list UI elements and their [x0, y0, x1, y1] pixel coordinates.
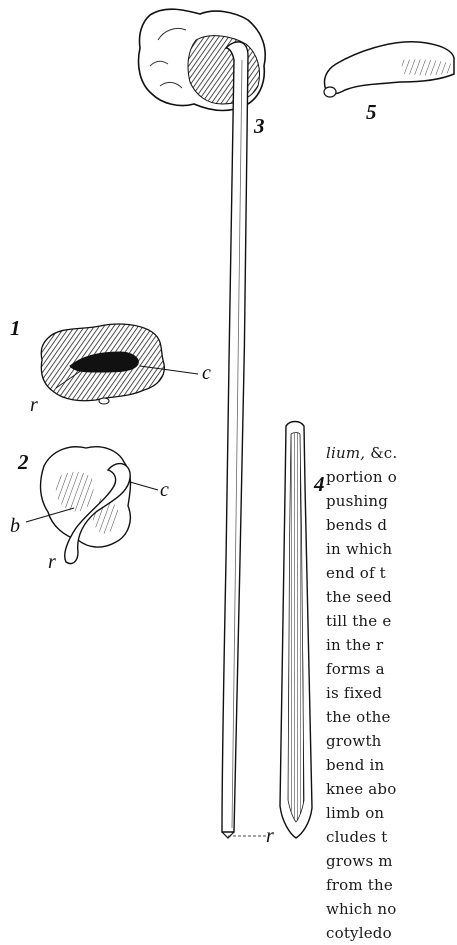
figure-2-germinating-seed [26, 447, 158, 564]
text-line: grows m [326, 849, 457, 873]
figure-1-seed-section [41, 324, 198, 404]
text-line: is fixed [326, 681, 457, 705]
figure-4-number: 4 [314, 474, 325, 495]
label-c-figure2: c [160, 480, 169, 500]
label-r-figure3-4: r [266, 826, 274, 846]
figure-2-number: 2 [18, 452, 29, 473]
text-line-content: cotyledo [326, 924, 392, 942]
text-line-italic: lium, [326, 444, 365, 462]
text-line-content: which no [326, 900, 396, 918]
text-line-content: limb on [326, 804, 384, 822]
label-r-figure2: r [48, 552, 56, 572]
text-line: portion o [326, 465, 457, 489]
figure-5-cotyledon [324, 42, 454, 97]
text-line-content: &c. [365, 444, 397, 462]
text-line: which no [326, 897, 457, 921]
text-line: growth [326, 729, 457, 753]
text-line: lium, &c. [326, 441, 457, 465]
text-line-content: the seed [326, 588, 392, 606]
text-line-content: end of t [326, 564, 386, 582]
text-line-content: bends d [326, 516, 387, 534]
body-text-column: lium, &c. portion o pushing bends d in which… [326, 441, 457, 945]
figure-1-number: 1 [10, 318, 21, 339]
text-line-content: from the [326, 876, 393, 894]
figure-4-sheath [280, 422, 312, 839]
text-line: bends d [326, 513, 457, 537]
text-line: till the e [326, 609, 457, 633]
text-line-content: bend in [326, 756, 384, 774]
text-line: bend in [326, 753, 457, 777]
text-line: forms a [326, 657, 457, 681]
text-line-content: in which [326, 540, 392, 558]
text-line: knee abo [326, 777, 457, 801]
text-line-content: knee abo [326, 780, 396, 798]
text-line-content: in the r [326, 636, 383, 654]
text-line-content: growth [326, 732, 382, 750]
figure-3-number: 3 [254, 116, 265, 137]
text-line: the seed [326, 585, 457, 609]
text-line: end of t [326, 561, 457, 585]
text-line-content: pushing [326, 492, 388, 510]
text-line: the othe [326, 705, 457, 729]
text-line-content: till the e [326, 612, 391, 630]
label-c-figure1: c [202, 363, 211, 383]
figure-3-radicle [222, 42, 248, 838]
text-line-content: cludes t [326, 828, 387, 846]
text-line: cotyledo [326, 921, 457, 945]
text-line: in which [326, 537, 457, 561]
text-line: in the r [326, 633, 457, 657]
text-line-content: is fixed [326, 684, 382, 702]
text-line: pushing [326, 489, 457, 513]
figure-5-number: 5 [366, 102, 377, 123]
text-line-content: portion o [326, 468, 397, 486]
text-line-content: the othe [326, 708, 391, 726]
text-line-content: forms a [326, 660, 385, 678]
text-line-content: grows m [326, 852, 393, 870]
text-line: cludes t [326, 825, 457, 849]
label-b-figure2: b [10, 516, 20, 536]
label-r-figure1: r [30, 395, 38, 415]
text-line: from the [326, 873, 457, 897]
text-line: limb on [326, 801, 457, 825]
